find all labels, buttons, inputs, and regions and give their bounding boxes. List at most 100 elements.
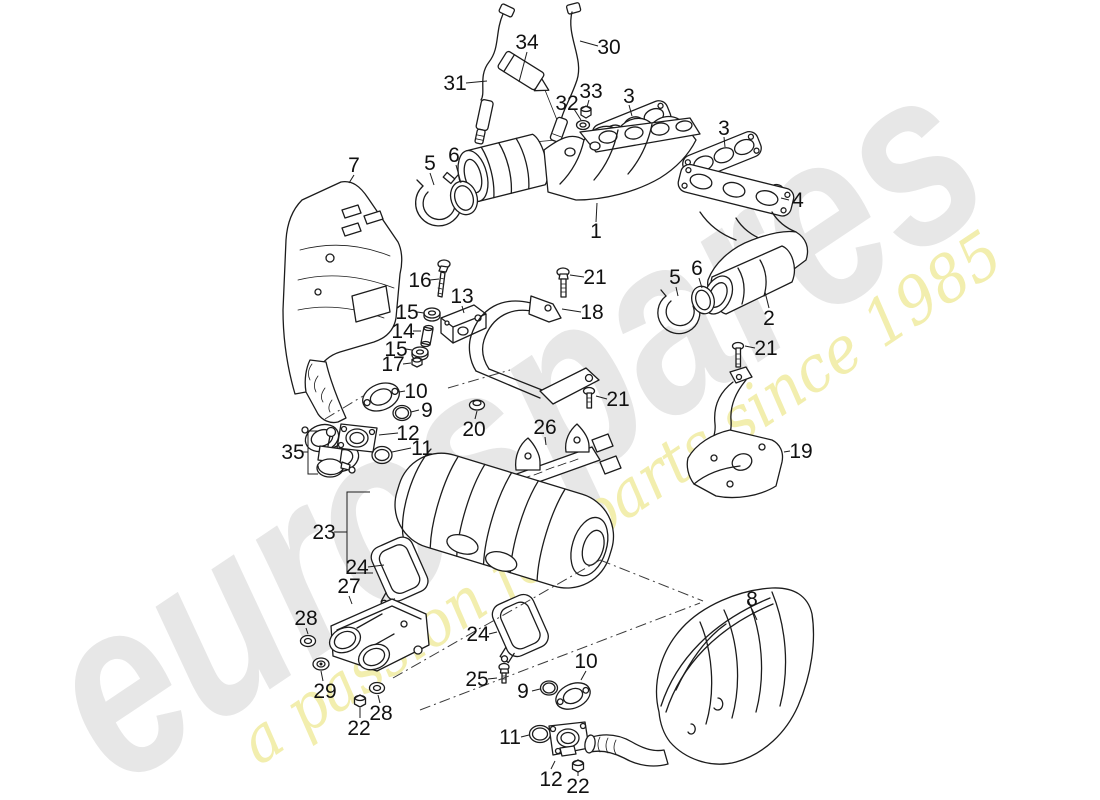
part-25-bolt [498,662,510,684]
callout-label-15: 15 [395,301,418,324]
part-32-washer [575,119,591,131]
part-19-support-bracket [686,366,784,499]
callout-label-24: 24 [345,556,369,579]
leader-line [405,348,413,351]
part-23-main-silencer [394,448,615,589]
leader-line [461,305,465,314]
callout-label-6: 6 [448,144,460,167]
callout-label-35: 35 [281,441,304,464]
part-12-flange-a [336,423,378,453]
part-7-heat-shield [282,180,403,474]
callout-label-12: 12 [539,768,562,791]
leader-line [744,345,756,349]
axis-line [599,559,704,602]
callout-label-1: 1 [590,220,602,243]
leader-line [378,432,399,436]
callout-label-20: 20 [462,418,485,441]
leader-line [780,197,790,201]
part-21-bolt-b [582,386,596,409]
leader-line [429,172,435,186]
part-27-outlet-adapter [328,598,430,672]
leader-line [595,202,598,223]
part-6-ring-b [691,285,715,315]
part-17-nut [411,356,423,368]
callout-label-10: 10 [404,380,427,403]
callout-label-6: 6 [691,257,703,280]
callout-label-33: 33 [579,80,602,103]
part-13-bracket [440,304,487,344]
part-8-rear-silencer [584,587,815,767]
callout-label-22: 22 [566,775,589,798]
callout-label-13: 13 [450,285,473,308]
callout-label-8: 8 [746,588,758,611]
watermark-brand: eurospares [0,12,1030,800]
part-14-spacer [420,324,434,348]
leader-line [544,436,547,446]
leader-line [531,688,541,692]
leader-line [377,694,381,704]
callout-label-3: 3 [718,117,730,140]
callout-label-31: 31 [443,72,466,95]
leader-line [348,595,353,605]
leader-line [455,164,462,184]
leader-line [628,104,633,117]
callout-label-18: 18 [580,301,603,324]
part-28-washer-a [299,634,317,648]
callout-label-24: 24 [466,623,490,646]
callout-label-5: 5 [669,266,681,289]
leader-line [579,40,599,47]
part-11-oring-a [371,445,393,465]
part-22-nut-a [353,694,367,708]
leader-line [698,277,703,289]
callout-label-12: 12 [396,422,419,445]
leader-line [783,450,791,453]
leader-line [723,136,726,148]
part-16-bolt [437,259,451,298]
part-2-manifold-catalyst [677,163,809,315]
axis-line [419,602,701,711]
callout-label-11: 11 [411,437,433,460]
leader-line [488,631,498,635]
axis-line [324,395,364,420]
callout-label-21: 21 [754,337,777,360]
part-24-clamp-b [491,593,549,664]
callout-label-21: 21 [606,388,629,411]
callout-label-28: 28 [369,702,392,725]
part-18-support-frame [468,295,600,405]
callout-label-3: 3 [623,85,635,108]
part-21-bolt-a [556,267,570,298]
callout-label-2: 2 [763,307,775,330]
callout-label-22: 22 [347,717,370,740]
leader-line [410,409,420,413]
part-20-nut [468,399,486,411]
part-21-bolt-c [731,341,745,368]
callout-label-23: 23 [312,521,335,544]
leader-line [429,278,440,281]
callout-label-16: 16 [408,269,431,292]
watermark-layer: eurospares a passion for parts since 198… [0,12,1030,800]
leader-line [518,51,528,83]
callout-label-32: 32 [555,92,578,115]
part-33-nut [580,105,592,119]
callout-label-9: 9 [517,680,529,703]
part-6-ring-a [449,180,479,216]
part-22-nut-b [571,759,585,773]
part-34-paste-tube [497,50,550,92]
leader-line [391,447,412,453]
part-29-washer [312,657,330,671]
callout-label-30: 30 [597,36,620,59]
leader-line [595,395,608,400]
part-10-gasket-b [555,682,591,710]
part-9-oring-b [539,680,559,696]
leader-line [367,564,385,568]
callout-label-26: 26 [533,416,556,439]
callout-label-34: 34 [515,31,539,54]
part-31-oxygen-sensor [474,3,564,147]
leader-line [550,760,556,770]
part-35-vacuum-valve [316,426,351,478]
callout-label-4: 4 [792,189,804,212]
leader-line [586,99,590,108]
